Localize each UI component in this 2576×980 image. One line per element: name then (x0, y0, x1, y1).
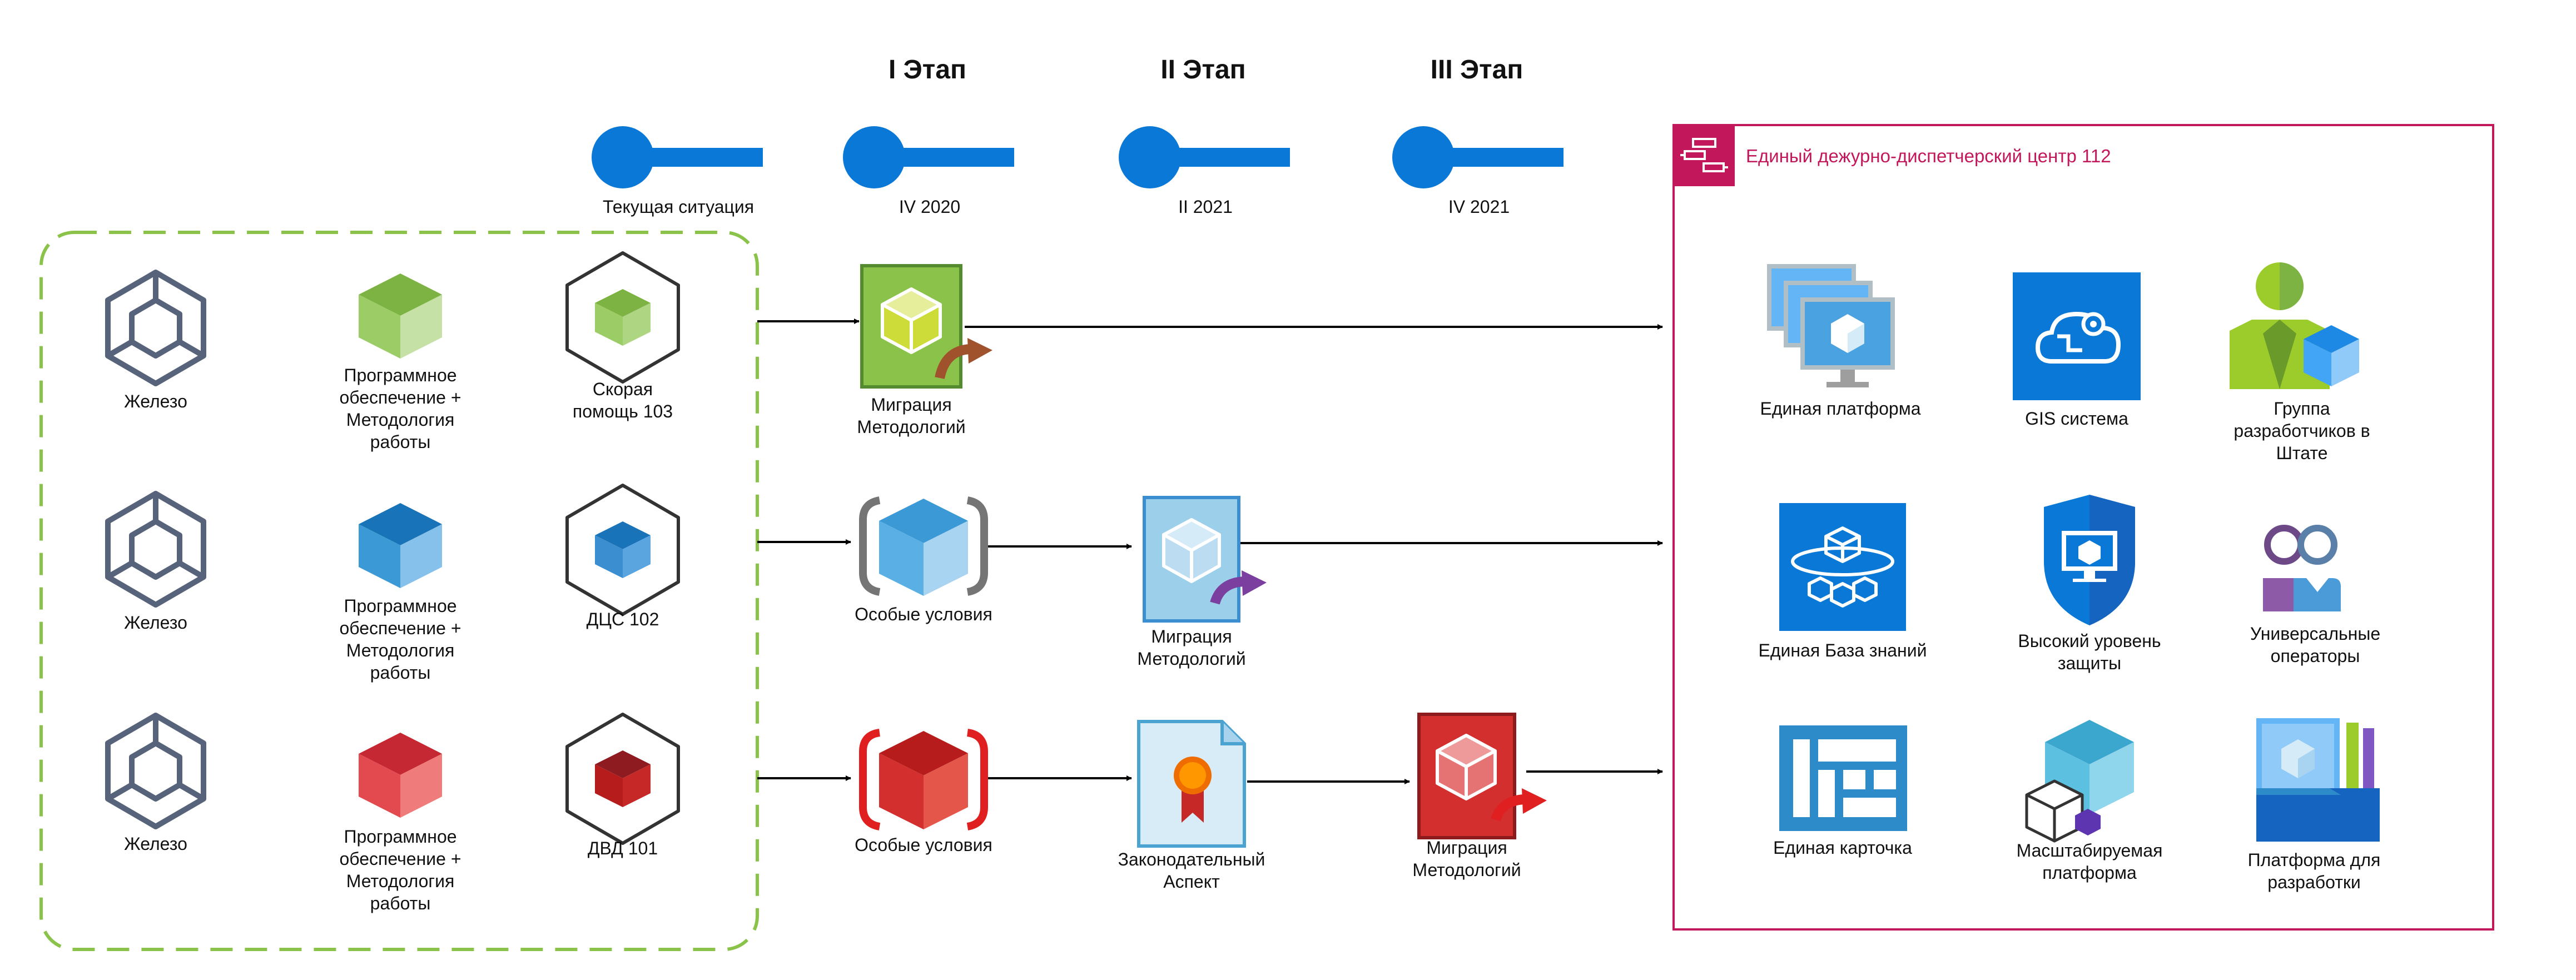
developer-platform-icon (2256, 718, 2380, 842)
stage-2-title: II Этап (1160, 55, 1246, 84)
target-center-title: Единый дежурно-диспетчерский центр 112 (1746, 146, 2111, 166)
flow-label-row3-stage2: Законодательный Аспект (1118, 849, 1265, 892)
timeline-pin-stage2 (1119, 126, 1290, 188)
unified-card-icon (1779, 725, 1907, 831)
target-item-label: Масштабируемая платформа (2016, 840, 2163, 883)
target-item-label: Единая База знаний (1758, 640, 1927, 660)
hardware-label: Железо (124, 391, 187, 411)
flow-label-row2-stage2: Миграция Методологий (1137, 626, 1246, 669)
migration-box-red-icon (1417, 713, 1547, 839)
security-shield-icon (2044, 495, 2135, 625)
fire-service-cube-icon (565, 713, 680, 845)
timeline-pin-current (592, 126, 763, 188)
knowledge-base-icon (1779, 503, 1906, 631)
target-item-label: Группа разработчиков в Штате (2233, 399, 2370, 463)
timeline-label-stage3: IV 2021 (1448, 197, 1510, 217)
timeline-pin-stage1 (843, 126, 1014, 188)
target-item-label: Единая платформа (1760, 399, 1921, 419)
timeline-pin-stage3 (1392, 126, 1564, 188)
software-label: Программное обеспечение + Методология ра… (339, 596, 461, 683)
hardware-icon (105, 713, 206, 829)
police-service-cube-icon (565, 484, 680, 616)
ambulance-service-cube-icon (565, 251, 680, 384)
flow-label-row2-stage1: Особые условия (855, 604, 992, 624)
service-label-101: ДВД 101 (587, 838, 658, 858)
developer-group-icon (2230, 262, 2359, 389)
flow-label-row3-stage3: Миграция Методологий (1412, 838, 1521, 880)
target-item-label: Высокий уровень защиты (2018, 631, 2161, 673)
software-cube-icon (359, 273, 442, 359)
flow-label-row1-stage1: Миграция Методологий (857, 395, 966, 437)
service-label-102: ДЦС 102 (586, 609, 659, 629)
software-cube-icon (359, 503, 442, 588)
hardware-icon (105, 491, 206, 608)
migration-box-blue-icon (1143, 496, 1267, 623)
timeline-label-stage1: IV 2020 (899, 197, 961, 217)
stage-3-title: III Этап (1430, 55, 1523, 84)
target-item-label: GIS система (2025, 409, 2128, 429)
software-label: Программное обеспечение + Методология ра… (339, 827, 461, 913)
software-label: Программное обеспечение + Методология ра… (339, 365, 461, 452)
stage-1-title: I Этап (888, 55, 966, 84)
migration-box-green-icon (860, 264, 992, 389)
flow-arrows (757, 319, 1663, 784)
special-conditions-blue-icon (859, 496, 988, 596)
software-cube-icon (359, 733, 442, 818)
target-item-label: Универсальные операторы (2250, 624, 2381, 666)
target-item-label: Платформа для разработки (2247, 850, 2381, 892)
special-conditions-red-icon (859, 729, 988, 830)
hardware-icon (105, 270, 206, 386)
universal-operators-icon (2263, 525, 2341, 611)
legal-document-icon (1137, 720, 1246, 848)
service-label-103: Скорая помощь 103 (572, 379, 673, 421)
scalable-platform-icon (2025, 720, 2134, 843)
target-center-frame (1672, 124, 2494, 931)
hardware-label: Железо (124, 834, 187, 854)
timeline-label-current: Текущая ситуация (602, 197, 755, 217)
hardware-label: Железо (124, 613, 187, 633)
flow-label-row3-stage1: Особые условия (855, 835, 992, 855)
unified-platform-icon (1767, 264, 1895, 387)
workflow-icon (1674, 125, 1735, 186)
gis-system-icon (2013, 272, 2141, 400)
target-item-label: Единая карточка (1773, 838, 1912, 858)
timeline-label-stage2: II 2021 (1178, 197, 1233, 217)
current-state-container (39, 231, 759, 951)
